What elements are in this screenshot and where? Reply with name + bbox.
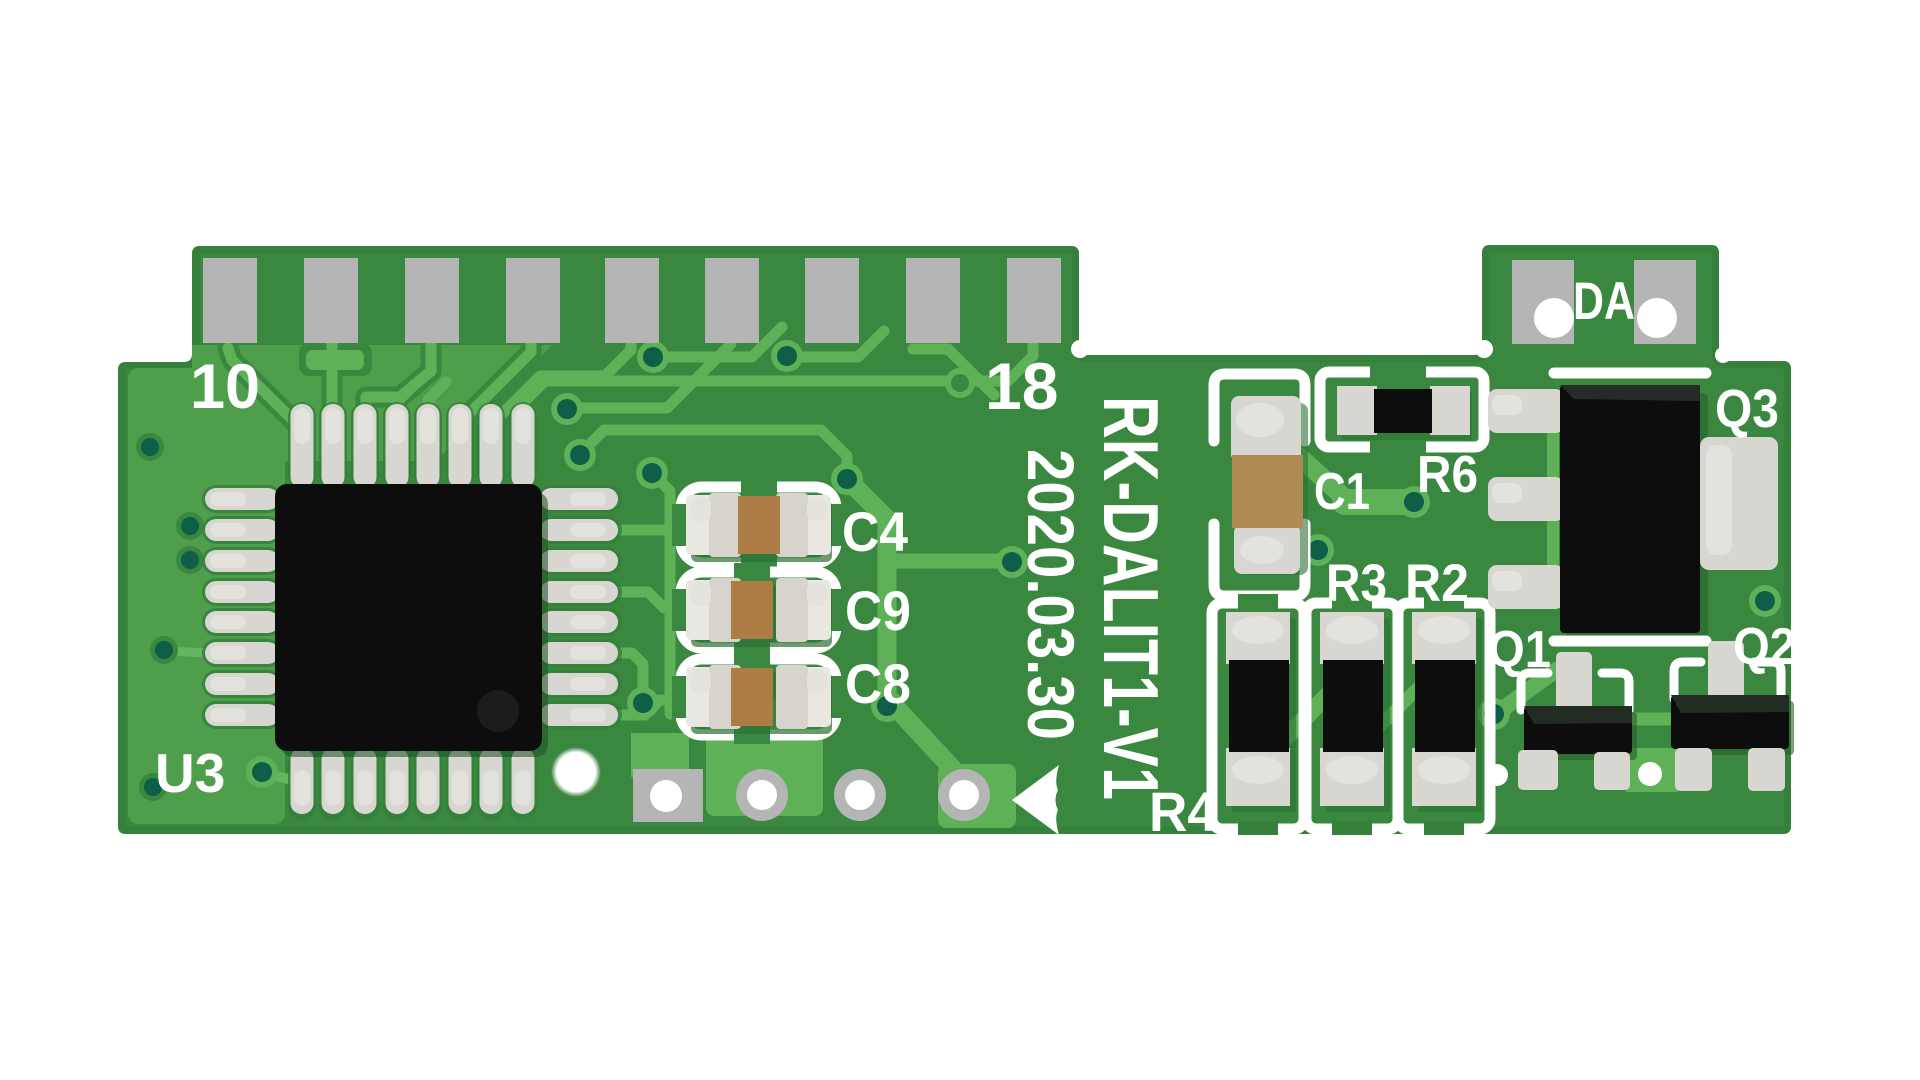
svg-text:Q2: Q2 <box>1733 618 1796 676</box>
svg-text:R3: R3 <box>1326 554 1387 613</box>
svg-text:Q3: Q3 <box>1715 379 1779 439</box>
svg-text:R2: R2 <box>1405 554 1469 613</box>
svg-text:10: 10 <box>190 352 260 422</box>
svg-text:C4: C4 <box>842 500 908 563</box>
svg-text:U3: U3 <box>155 742 225 804</box>
svg-text:DA: DA <box>1573 272 1635 331</box>
svg-text:2020.03.30: 2020.03.30 <box>1014 449 1088 740</box>
svg-text:R4: R4 <box>1149 780 1217 843</box>
svg-text:R6: R6 <box>1417 446 1478 504</box>
svg-text:18: 18 <box>985 349 1058 423</box>
svg-text:C8: C8 <box>845 652 911 715</box>
svg-text:RK-DALIT1-V1: RK-DALIT1-V1 <box>1087 396 1175 800</box>
svg-text:C9: C9 <box>845 579 911 642</box>
svg-text:C1: C1 <box>1314 463 1370 521</box>
svg-text:Q1: Q1 <box>1488 621 1551 679</box>
